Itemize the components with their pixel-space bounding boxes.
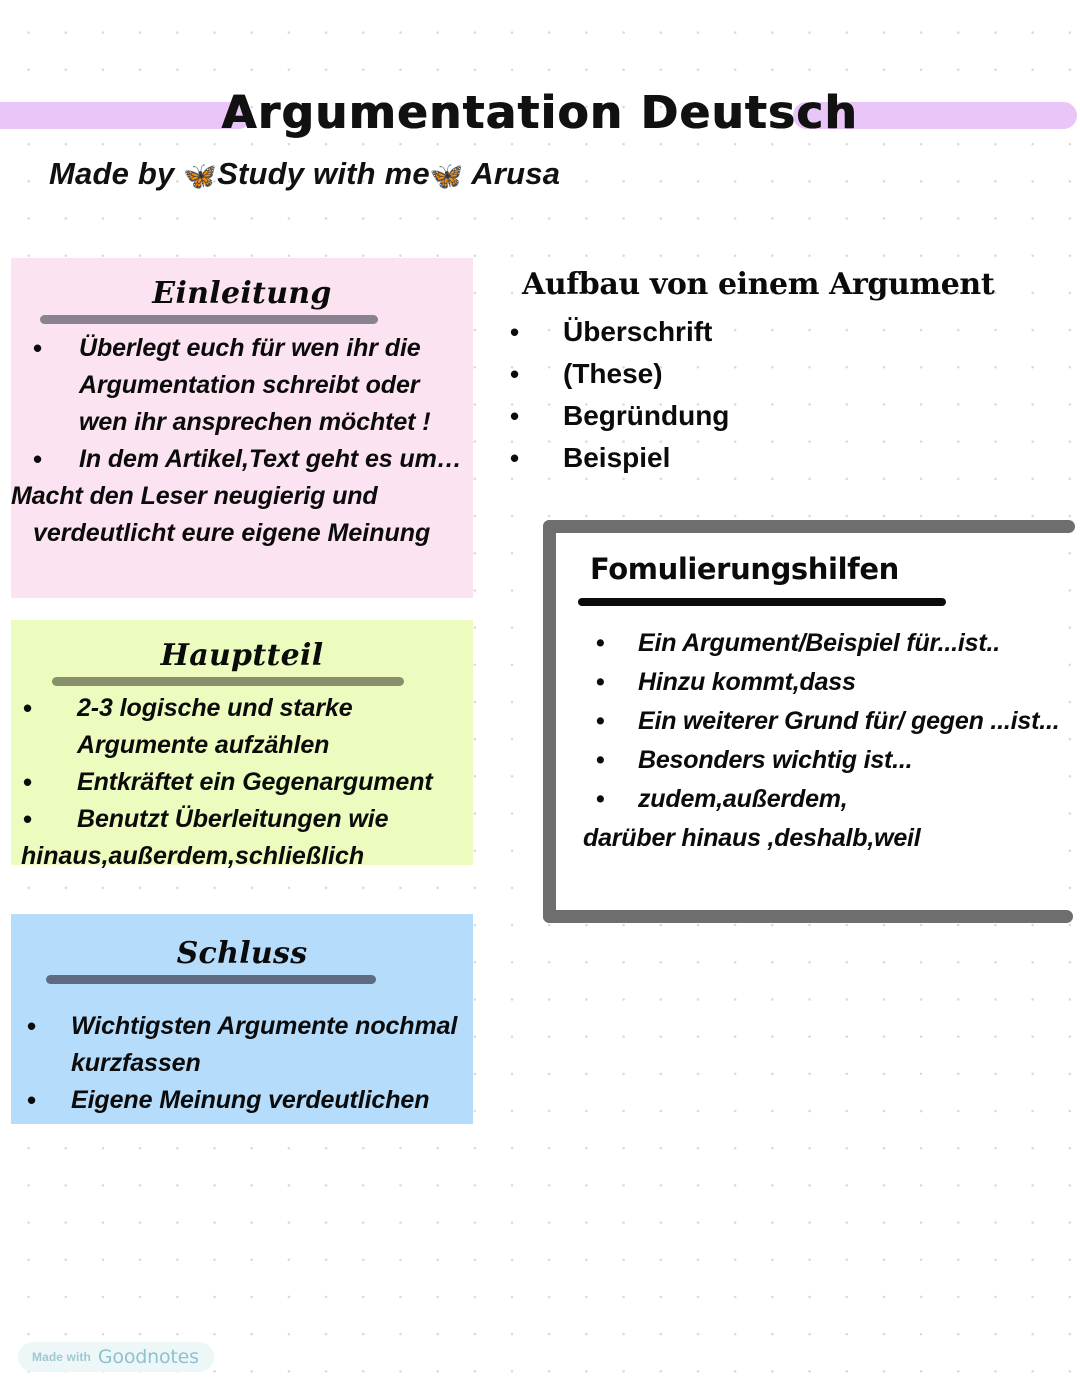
list-item-label: Hinzu kommt,dass	[638, 668, 856, 696]
list-item: • Hinzu kommt,dass	[543, 663, 1063, 702]
formulierungshilfen-list: • Ein Argument/Beispiel für...ist.. • Hi…	[543, 624, 1063, 858]
bullet-icon: •	[596, 668, 605, 696]
bullet-icon: •	[23, 767, 33, 797]
bullet-icon: •	[510, 317, 520, 347]
list-item: • (These)	[500, 353, 1060, 395]
bullet-icon: •	[510, 443, 520, 473]
byline-suffix: Arusa	[463, 156, 561, 191]
formulierungshilfen-inner	[556, 533, 1063, 910]
hauptteil-heading-rule	[52, 677, 404, 686]
einleitung-heading-rule	[40, 315, 378, 324]
box-border-top	[543, 520, 1075, 533]
list-item-label: Benutzt Überleitungen wie	[77, 805, 389, 833]
title-row: Argumentation Deutsch	[0, 84, 1080, 146]
bullet-icon: •	[596, 785, 605, 813]
list-item-label: Eigene Meinung verdeutlichen	[71, 1086, 430, 1114]
einleitung-box: Einleitung • Überlegt euch für wen ihr d…	[11, 258, 473, 598]
hauptteil-tail-line: hinaus,außerdem,schließlich	[21, 842, 365, 870]
einleitung-list: • Überlegt euch für wen ihr die Argument…	[11, 330, 473, 515]
list-item: • zudem,außerdem,	[543, 780, 1063, 819]
formulierungshilfen-heading-rule	[578, 598, 946, 606]
bullet-icon: •	[27, 1085, 37, 1115]
list-item-label: In dem Artikel,Text geht es um…	[79, 445, 462, 473]
watermark-brand: Goodnotes	[97, 1346, 199, 1368]
title-highlight-left	[0, 102, 252, 129]
list-item: • In dem Artikel,Text geht es um…	[11, 441, 473, 478]
bullet-icon: •	[510, 359, 520, 389]
hauptteil-list: • 2-3 logische und starke Argumente aufz…	[11, 690, 473, 838]
bullet-icon: •	[596, 707, 605, 735]
list-item: • Wichtigsten Argumente nochmal kurzfass…	[11, 1008, 473, 1082]
bullet-icon: •	[23, 804, 33, 834]
einleitung-heading: Einleitung	[152, 276, 332, 311]
list-item-label: Überschrift	[563, 316, 713, 347]
list-item-label: Beispiel	[563, 442, 671, 473]
bullet-icon: •	[33, 333, 43, 363]
list-item-label: Macht den Leser neugierig und	[11, 482, 378, 510]
list-item-label: Wichtigsten Argumente nochmal kurzfassen	[71, 1012, 458, 1077]
list-item: • Besonders wichtig ist...	[543, 741, 1063, 780]
aufbau-section: Aufbau von einem Argument • Überschrift …	[500, 265, 1060, 479]
formulierungshilfen-box: Fomulierungshilfen • Ein Argument/Beispi…	[543, 520, 1075, 935]
list-item: • Überschrift	[500, 311, 1060, 353]
aufbau-list: • Überschrift • (These) • Begründung • B…	[500, 311, 1060, 479]
list-item-label: (These)	[563, 358, 663, 389]
page-title: Argumentation Deutsch	[221, 86, 859, 139]
aufbau-heading: Aufbau von einem Argument	[522, 267, 995, 302]
einleitung-tail-line: verdeutlicht eure eigene Meinung	[33, 519, 431, 547]
list-item: • 2-3 logische und starke Argumente aufz…	[11, 690, 473, 764]
list-item-label: Besonders wichtig ist...	[638, 746, 913, 774]
list-item-label: 2-3 logische und starke Argumente aufzäh…	[77, 694, 353, 759]
hauptteil-heading: Hauptteil	[160, 638, 324, 673]
list-item: • Beispiel	[500, 437, 1060, 479]
schluss-heading: Schluss	[176, 936, 308, 971]
box-border-bottom	[543, 910, 1073, 923]
list-item-label: zudem,außerdem,	[638, 785, 848, 813]
list-item-label: Ein Argument/Beispiel für...ist..	[638, 629, 1000, 657]
list-item: • Überlegt euch für wen ihr die Argument…	[11, 330, 473, 441]
list-item: • Ein Argument/Beispiel für...ist..	[543, 624, 1063, 663]
butterfly-icon-2: 🦋	[429, 161, 464, 191]
byline: Made by 🦋Study with me🦋 Arusa	[49, 156, 560, 192]
bullet-icon: •	[27, 1011, 37, 1041]
list-item: • Eigene Meinung verdeutlichen	[11, 1082, 473, 1119]
byline-mid: Study with me	[217, 156, 430, 191]
box-border-left	[543, 520, 556, 923]
formulierungshilfen-heading: Fomulierungshilfen	[590, 552, 899, 586]
bullet-icon: •	[510, 401, 520, 431]
list-item: • Benutzt Überleitungen wie	[11, 801, 473, 838]
butterfly-icon: 🦋	[183, 161, 218, 191]
list-item: darüber hinaus ,deshalb,weil	[543, 819, 1063, 858]
list-item: • Begründung	[500, 395, 1060, 437]
list-item: • Ein weiterer Grund für/ gegen ...ist..…	[543, 702, 1063, 741]
byline-prefix: Made by	[49, 156, 184, 191]
goodnotes-watermark: Made with Goodnotes	[18, 1342, 214, 1372]
schluss-box: Schluss • Wichtigsten Argumente nochmal …	[11, 914, 473, 1124]
list-item-label: Ein weiterer Grund für/ gegen ...ist...	[638, 707, 1060, 735]
bullet-icon: •	[596, 746, 605, 774]
list-item-label: Entkräftet ein Gegenargument	[77, 768, 433, 796]
list-item: • Macht den Leser neugierig und	[11, 478, 473, 515]
list-item: • Entkräftet ein Gegenargument	[11, 764, 473, 801]
watermark-made-with: Made with	[32, 1350, 91, 1364]
bullet-icon: •	[33, 444, 43, 474]
title-highlight-right	[793, 102, 1077, 129]
schluss-heading-rule	[46, 975, 376, 984]
bullet-icon: •	[23, 693, 33, 723]
schluss-list: • Wichtigsten Argumente nochmal kurzfass…	[11, 1008, 473, 1119]
list-item-label: Begründung	[563, 400, 730, 431]
hauptteil-box: Hauptteil • 2-3 logische und starke Argu…	[11, 620, 473, 870]
formulierungshilfen-tail-line: darüber hinaus ,deshalb,weil	[583, 824, 921, 852]
bullet-icon: •	[596, 629, 605, 657]
list-item-label: Überlegt euch für wen ihr die Argumentat…	[79, 334, 431, 436]
